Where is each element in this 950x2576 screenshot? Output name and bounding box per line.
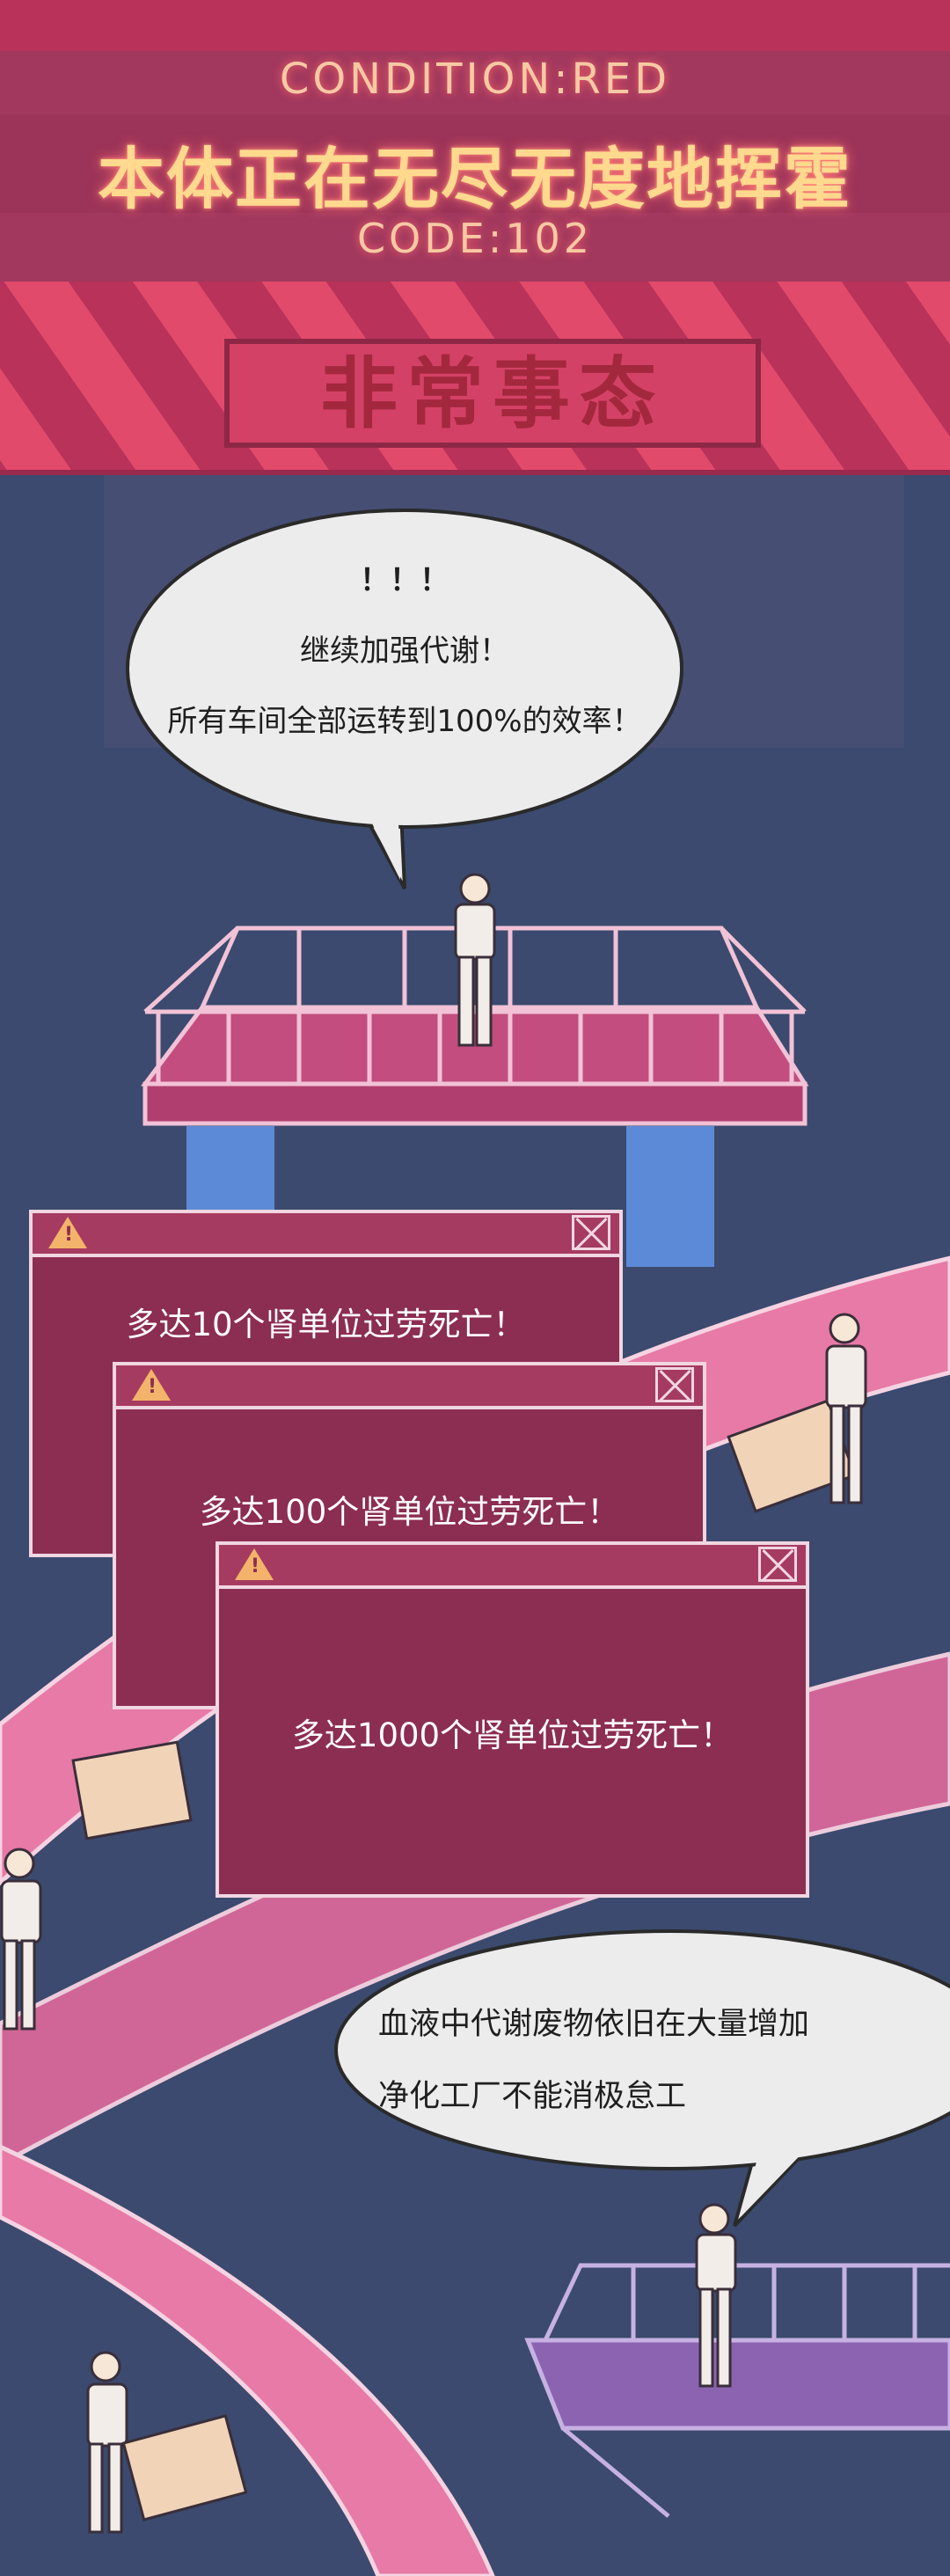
code-label: CODE:102 xyxy=(356,215,594,262)
alert-titlebar: ! xyxy=(113,1362,706,1409)
alert-window-3: ! 多达1000个肾单位过劳死亡！ xyxy=(216,1541,809,1898)
condition-label: CONDITION:RED xyxy=(279,55,671,104)
header-banner xyxy=(0,0,950,475)
worker-with-box xyxy=(86,2351,248,2534)
worker-figure-top xyxy=(454,873,496,1047)
speech-bubble-1 xyxy=(126,509,683,889)
emergency-sign: 非常事态 xyxy=(319,348,665,439)
alert-titlebar: ! xyxy=(216,1541,809,1589)
bubble2-line1: 血液中代谢废物依旧在大量增加 xyxy=(378,2007,810,2042)
speech-bubble-2 xyxy=(334,1929,950,2228)
worker-with-box xyxy=(71,1740,193,1841)
warning-icon: ! xyxy=(48,1217,87,1248)
alert-titlebar: ! xyxy=(29,1210,623,1257)
worker-figure-bottom xyxy=(695,2203,737,2388)
warning-icon: ! xyxy=(235,1548,274,1580)
alert-message: 多达100个肾单位过劳死亡！ xyxy=(199,1493,620,1531)
bubble2-line2: 净化工厂不能消极怠工 xyxy=(378,2079,687,2114)
page-title: 本体正在无尽无度地挥霍 xyxy=(98,140,852,218)
worker-with-box xyxy=(727,1313,867,1513)
top-platform xyxy=(141,926,809,1126)
warning-icon: ! xyxy=(132,1369,171,1401)
close-icon[interactable] xyxy=(572,1215,610,1250)
bubble1-exclaim: ！！！ xyxy=(360,563,449,598)
bubble1-line3: 所有车间全部运转到100%的效率！ xyxy=(167,704,642,739)
close-icon[interactable] xyxy=(655,1367,694,1402)
bubble1-line2: 继续加强代谢！ xyxy=(300,633,509,669)
alert-message: 多达1000个肾单位过劳死亡！ xyxy=(291,1716,734,1754)
alert-message: 多达10个肾单位过劳死亡！ xyxy=(126,1306,526,1343)
close-icon[interactable] xyxy=(758,1547,797,1582)
alert-body xyxy=(216,1589,809,1898)
worker-with-box xyxy=(0,1848,42,2031)
bottom-platform xyxy=(524,2263,950,2518)
